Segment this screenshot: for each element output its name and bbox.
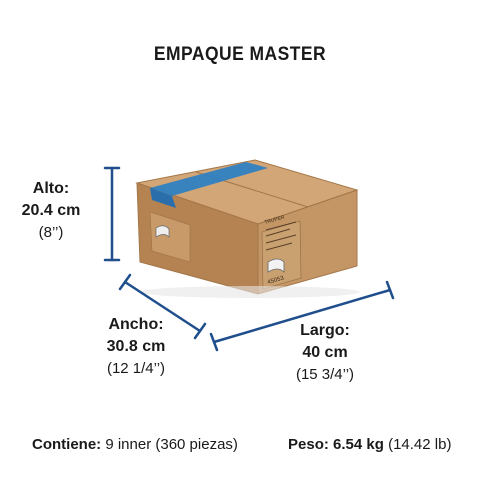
box-tape [150,162,268,196]
box-shadow [140,286,360,298]
box-tape-edge [150,188,176,208]
largo-label: Largo: [300,322,350,339]
alto-label: Alto: [32,180,70,197]
largo-value: 40 cm [302,344,348,361]
elbow-fitting-icon [267,258,285,273]
weight-value: 6.54 kg [328,436,384,453]
box-code-text: 45053 [267,275,285,286]
dimension-largo: Largo: 40 cm (15 3/4’’) [270,320,380,386]
width-dimension-line [118,273,207,340]
dimension-ancho: Ancho: 30.8 cm (12 1/4’’) [82,314,190,380]
ancho-value: 30.8 cm [106,338,166,355]
weight-label: Peso: [288,436,329,453]
contents-value: 9 inner (360 piezas) [101,436,238,453]
box-side-label [149,211,191,263]
contents-info: Contiene: 9 inner (360 piezas) [32,436,238,453]
largo-imperial: (15 3/4’’) [295,366,355,383]
height-dimension-line [103,166,121,262]
alto-imperial: (8’’) [38,224,64,241]
front-label-lines [265,221,297,251]
weight-info: Peso: 6.54 kg (14.42 lb) [288,436,451,453]
alto-value: 20.4 cm [21,202,81,219]
ancho-imperial: (12 1/4’’) [106,360,166,377]
dimension-alto: Alto: 20.4 cm (8’’) [6,178,96,244]
elbow-fitting-side-icon [155,225,170,238]
ancho-label: Ancho: [108,316,164,333]
page-title: EMPAQUE MASTER [153,44,327,65]
box-brand-text: TRUPER [264,214,286,226]
length-dimension-line [209,280,395,352]
contents-label: Contiene: [32,436,102,453]
weight-imperial: (14.42 lb) [383,436,452,453]
